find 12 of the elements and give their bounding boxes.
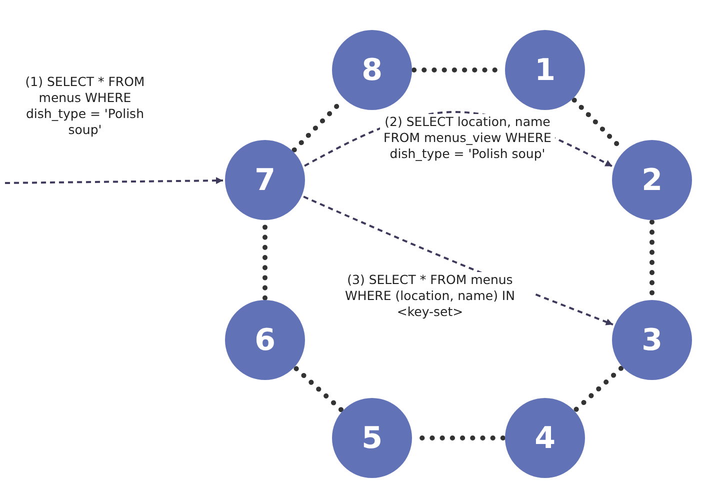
node-number: 6 bbox=[254, 322, 276, 358]
dotted-connector bbox=[293, 366, 344, 412]
node-number: 5 bbox=[362, 420, 382, 456]
dashed-arrow bbox=[4, 177, 224, 184]
node-number: 7 bbox=[254, 162, 276, 198]
node-number: 3 bbox=[642, 322, 662, 358]
node-number: 8 bbox=[362, 52, 382, 88]
node-number: 2 bbox=[642, 162, 662, 198]
node-number: 1 bbox=[534, 52, 556, 88]
edge-label: (2) SELECT location, name FROM menus_view WHERE dish_type = 'Polish soup' bbox=[380, 114, 555, 162]
dotted-connector bbox=[573, 366, 624, 412]
node-number: 4 bbox=[534, 420, 556, 456]
